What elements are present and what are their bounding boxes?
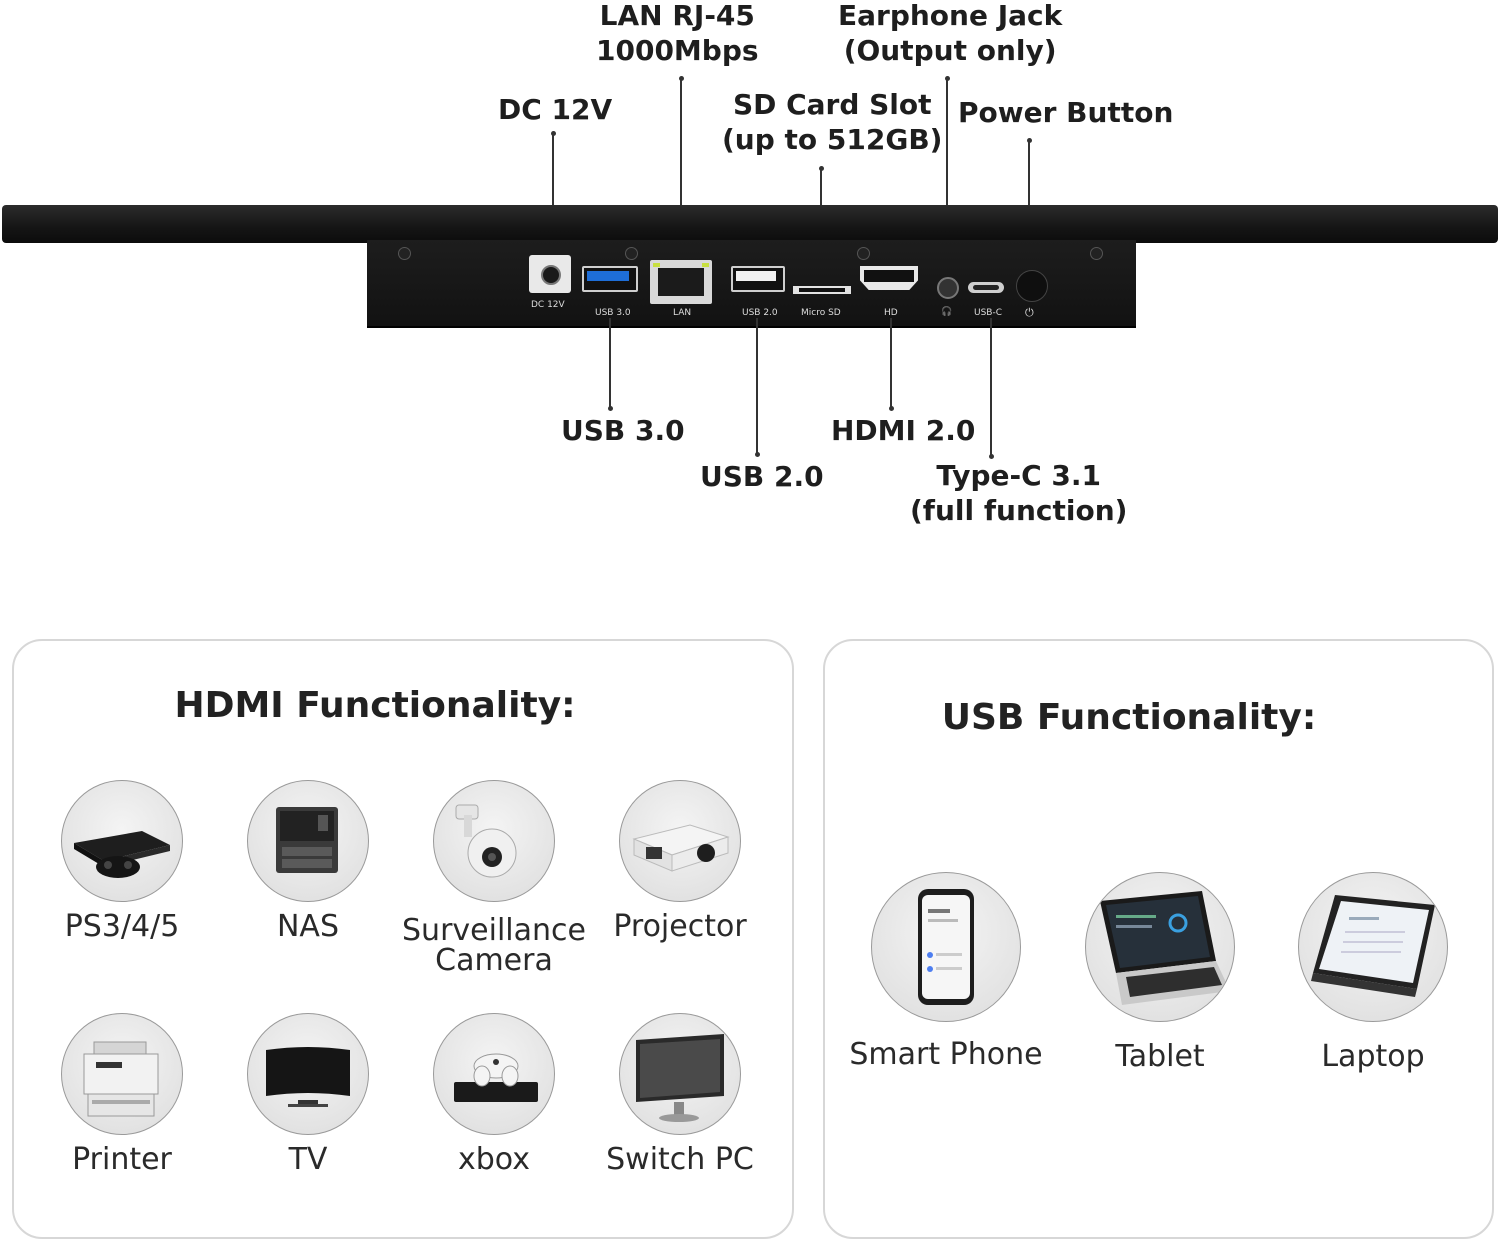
device-nas: NAS bbox=[222, 780, 394, 942]
screw-icon bbox=[398, 247, 411, 260]
usb2-port bbox=[731, 266, 785, 292]
leader-line-lan bbox=[680, 78, 682, 260]
callout-lan-line1: LAN RJ-45 bbox=[599, 0, 755, 32]
device-tablet: Tablet bbox=[1050, 872, 1270, 1072]
headphone-icon: 🎧 bbox=[941, 307, 953, 317]
device-tv: TV bbox=[222, 1013, 394, 1175]
sd-slot bbox=[793, 286, 851, 294]
leader-line-hdmi bbox=[890, 318, 892, 408]
device-xbox: xbox bbox=[408, 1013, 580, 1175]
callout-typec-line2: (full function) bbox=[910, 494, 1128, 527]
device-label: Tablet bbox=[1115, 1039, 1205, 1074]
leader-line-usb3 bbox=[609, 318, 611, 408]
device-label: Surveillance Camera bbox=[388, 916, 600, 976]
power-button bbox=[1016, 270, 1048, 302]
screw-icon bbox=[1090, 247, 1103, 260]
camera-icon bbox=[433, 780, 555, 902]
usb-card-title: USB Functionality: bbox=[941, 697, 1317, 738]
callout-lan-line2: 1000Mbps bbox=[596, 34, 759, 67]
typec-port bbox=[968, 282, 1004, 293]
device-projector: Projector bbox=[594, 780, 766, 942]
callout-power: Power Button bbox=[958, 96, 1174, 129]
hdmi-card-title: HDMI Functionality: bbox=[174, 685, 576, 726]
screw-icon bbox=[625, 247, 638, 260]
device-label: NAS bbox=[276, 909, 339, 944]
callout-earphone-line2: (Output only) bbox=[843, 34, 1057, 67]
leader-dot-usb2 bbox=[755, 452, 760, 457]
leader-line-typec bbox=[990, 318, 992, 456]
device-label: TV bbox=[288, 1142, 328, 1177]
monitor-icon bbox=[619, 1013, 741, 1135]
device-smart-phone: Smart Phone bbox=[836, 872, 1056, 1070]
power-icon: ⏻ bbox=[1025, 306, 1034, 319]
leader-line-dc bbox=[552, 133, 554, 255]
device-laptop: Laptop bbox=[1263, 872, 1483, 1072]
earphone-jack bbox=[937, 277, 959, 299]
tablet-icon bbox=[1298, 872, 1448, 1022]
port-label-dc: DC 12V bbox=[531, 300, 565, 310]
callout-usb2: USB 2.0 bbox=[700, 460, 824, 493]
callout-sd-line1: SD Card Slot bbox=[732, 88, 932, 121]
device-label: PS3/4/5 bbox=[64, 909, 180, 944]
device-switch-pc: Switch PC bbox=[594, 1013, 766, 1175]
device-camera: Surveillance Camera bbox=[388, 780, 600, 976]
usb3-port bbox=[582, 266, 638, 292]
device-label: Laptop bbox=[1321, 1039, 1425, 1074]
xbox-icon bbox=[433, 1013, 555, 1135]
leader-line-earphone bbox=[946, 78, 948, 277]
leader-dot-usb3 bbox=[608, 406, 613, 411]
callout-sd: SD Card Slot (up to 512GB) bbox=[722, 87, 942, 157]
laptop-icon bbox=[1085, 872, 1235, 1022]
device-label-line1: Surveillance bbox=[402, 913, 586, 948]
port-label-lan: LAN bbox=[673, 308, 692, 318]
leader-line-usb2 bbox=[756, 318, 758, 454]
tv-icon bbox=[247, 1013, 369, 1135]
lan-port bbox=[650, 260, 712, 304]
phone-icon bbox=[871, 872, 1021, 1022]
game-console-icon bbox=[61, 780, 183, 902]
port-label-sd: Micro SD bbox=[801, 308, 841, 318]
monitor-edge bbox=[2, 205, 1498, 243]
callout-lan: LAN RJ-45 1000Mbps bbox=[596, 0, 759, 68]
projector-icon bbox=[619, 780, 741, 902]
port-label-usb2: USB 2.0 bbox=[742, 308, 778, 318]
device-label: xbox bbox=[458, 1142, 530, 1177]
callout-typec: Type-C 3.1 (full function) bbox=[910, 458, 1127, 528]
port-label-hdmi: HD bbox=[884, 308, 898, 318]
device-label: Projector bbox=[613, 909, 747, 944]
callout-usb3: USB 3.0 bbox=[561, 414, 685, 447]
device-printer: Printer bbox=[36, 1013, 208, 1175]
callout-earphone: Earphone Jack (Output only) bbox=[838, 0, 1062, 68]
callout-hdmi: HDMI 2.0 bbox=[831, 414, 976, 447]
device-label: Smart Phone bbox=[849, 1037, 1043, 1072]
port-label-usb3: USB 3.0 bbox=[595, 308, 631, 318]
port-label-typec: USB-C bbox=[974, 308, 1003, 318]
leader-dot-typec bbox=[989, 454, 994, 459]
device-label-line2: Camera bbox=[435, 943, 553, 978]
callout-typec-line1: Type-C 3.1 bbox=[936, 459, 1102, 492]
device-label: Switch PC bbox=[606, 1142, 754, 1177]
callout-dc: DC 12V bbox=[498, 93, 613, 126]
screw-icon bbox=[857, 247, 870, 260]
printer-icon bbox=[61, 1013, 183, 1135]
device-ps: PS3/4/5 bbox=[36, 780, 208, 942]
hdmi-port bbox=[860, 266, 918, 290]
callout-sd-line2: (up to 512GB) bbox=[722, 123, 943, 156]
leader-dot-hdmi bbox=[889, 406, 894, 411]
callout-earphone-line1: Earphone Jack bbox=[838, 0, 1063, 32]
device-label: Printer bbox=[72, 1142, 172, 1177]
dc-port bbox=[529, 255, 571, 293]
hdmi-functionality-card bbox=[12, 639, 794, 1239]
nas-icon bbox=[247, 780, 369, 902]
